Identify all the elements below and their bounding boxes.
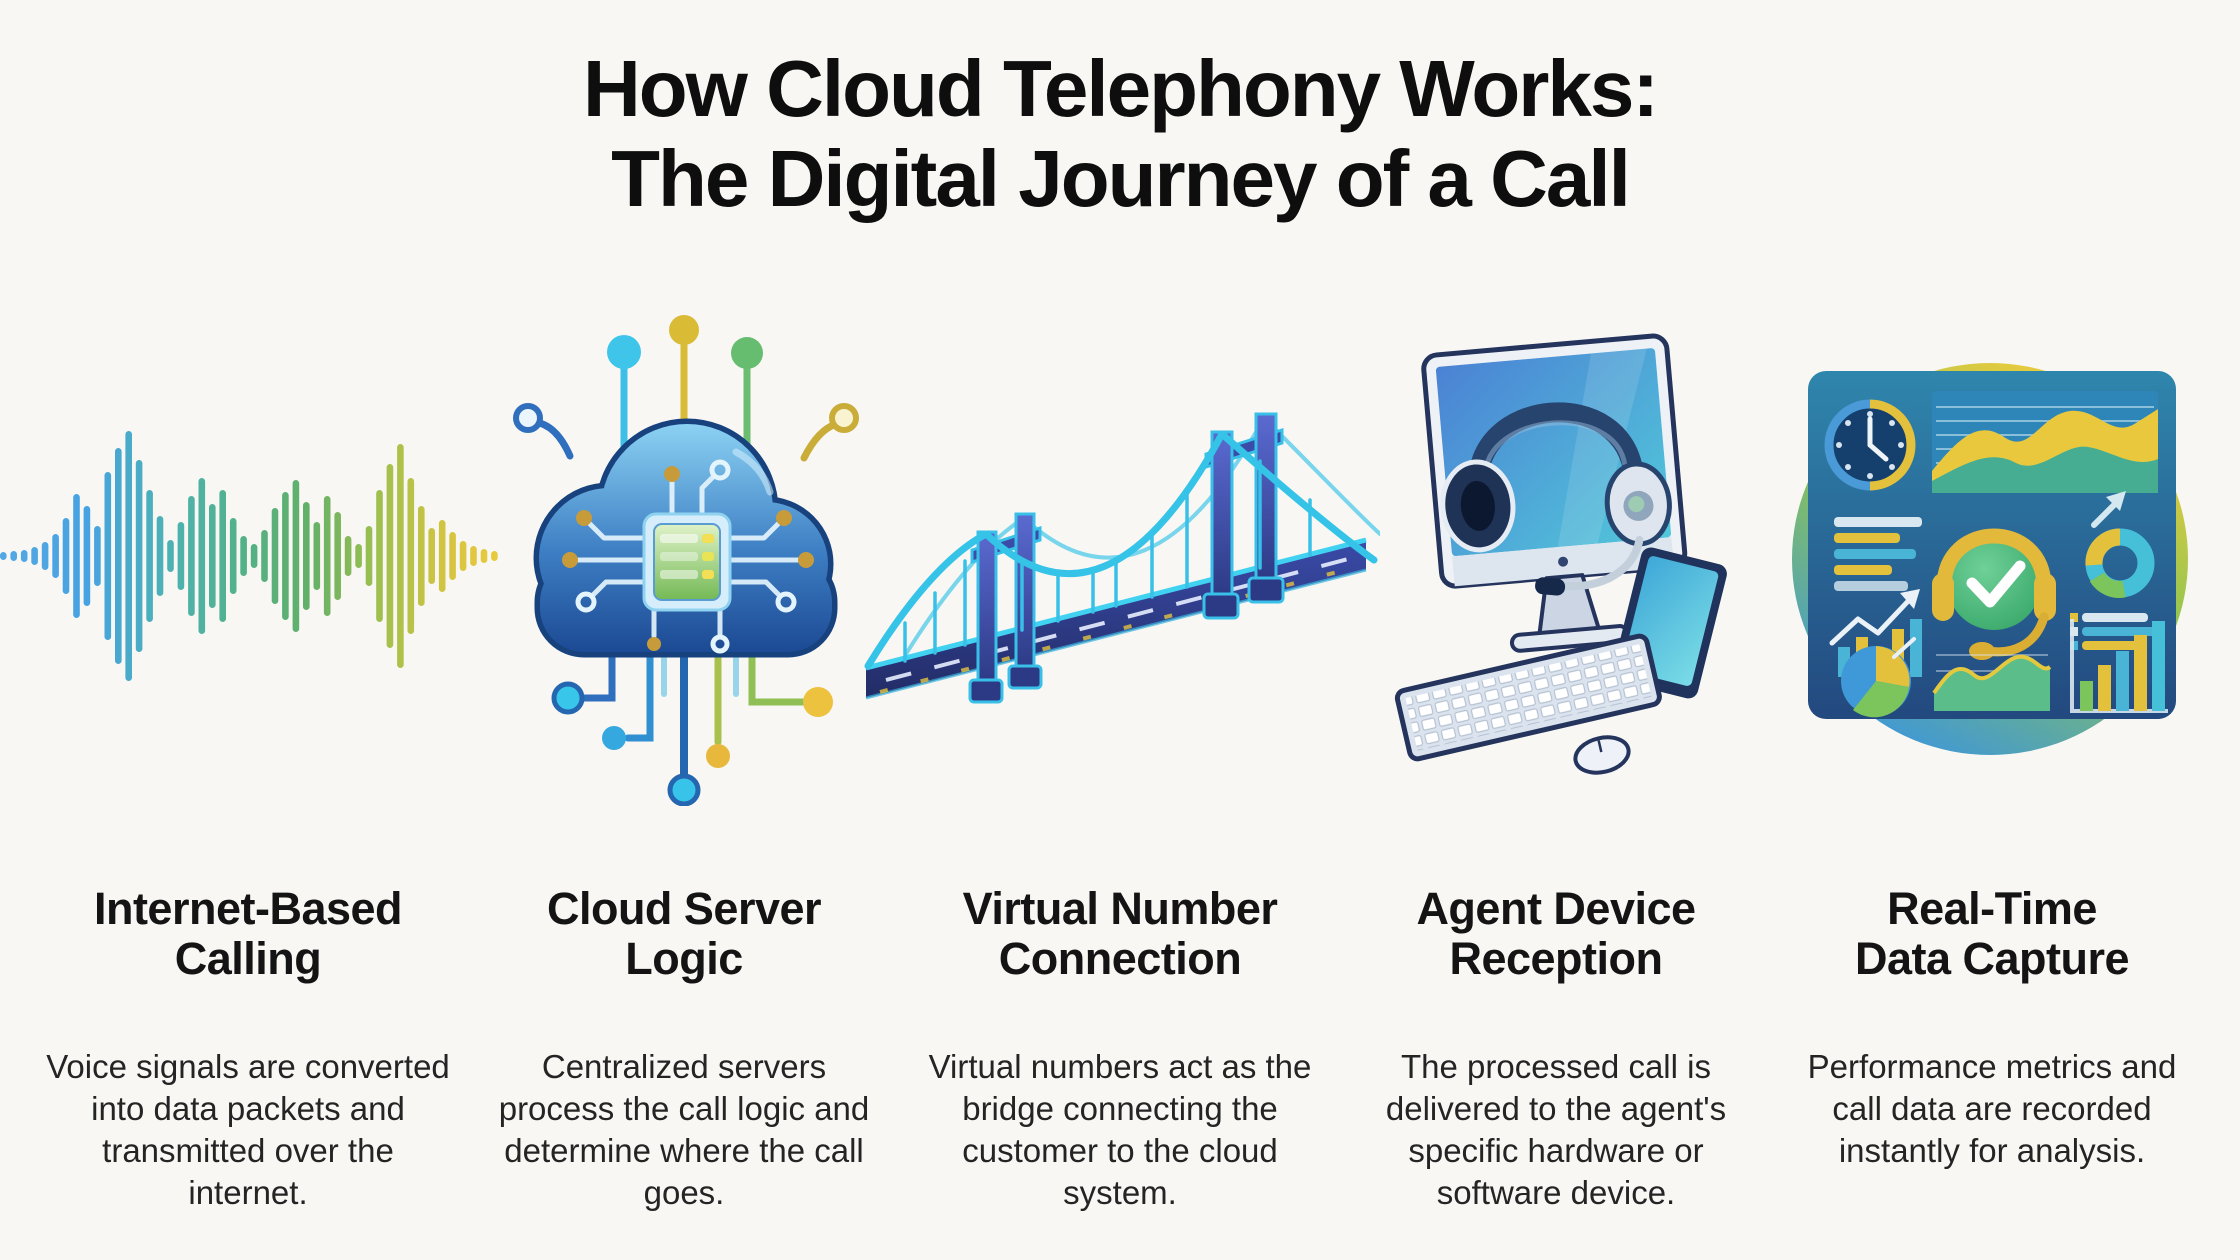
step-heading: Internet-Based Calling [93,883,403,984]
step-agent-device-reception: Agent Device Reception The processed cal… [1338,290,1774,1247]
step-description: The processed call is delivered to the a… [1385,1048,1727,1212]
step-heading: Cloud Server Logic [546,883,822,984]
step-cloud-server-logic: Cloud Server Logic Centralized servers p… [466,290,902,1247]
steps-row: Internet-Based Calling Voice signals are… [0,290,2210,1247]
step-virtual-number-connection: Virtual Number Connection Virtual number… [864,290,1380,1247]
step-internet-based-calling: Internet-Based Calling Voice signals are… [0,290,498,1247]
page-title-line1: How Cloud Telephony Works: [583,44,1659,133]
step-description: Voice signals are converted into data pa… [46,1048,450,1212]
step-description: Centralized servers process the call log… [498,1048,870,1212]
cloud-circuit-icon [504,290,864,822]
step-heading: Virtual Number Connection [962,883,1278,984]
cloud-circuit-svg [513,315,859,806]
step-description: Performance metrics and call data are re… [1807,1048,2177,1170]
page-title: How Cloud Telephony Works: The Digital J… [0,44,2240,225]
agent-workstation-svg [1394,333,1727,775]
analytics-dashboard-icon [1782,290,2202,822]
audio-waveform-svg [0,431,498,681]
audio-waveform-icon [0,290,501,822]
analytics-dashboard-svg [1792,363,2188,755]
agent-workstation-icon [1366,290,1746,822]
step-heading: Agent Device Reception [1416,883,1696,984]
step-real-time-data-capture: Real-Time Data Capture Performance metri… [1774,290,2210,1247]
step-heading: Real-Time Data Capture [1854,883,2130,984]
page-title-line2: The Digital Journey of a Call [611,134,1631,224]
step-description: Virtual numbers act as the bridge connec… [928,1048,1312,1212]
suspension-bridge-icon [860,290,1380,822]
suspension-bridge-svg [864,412,1380,704]
